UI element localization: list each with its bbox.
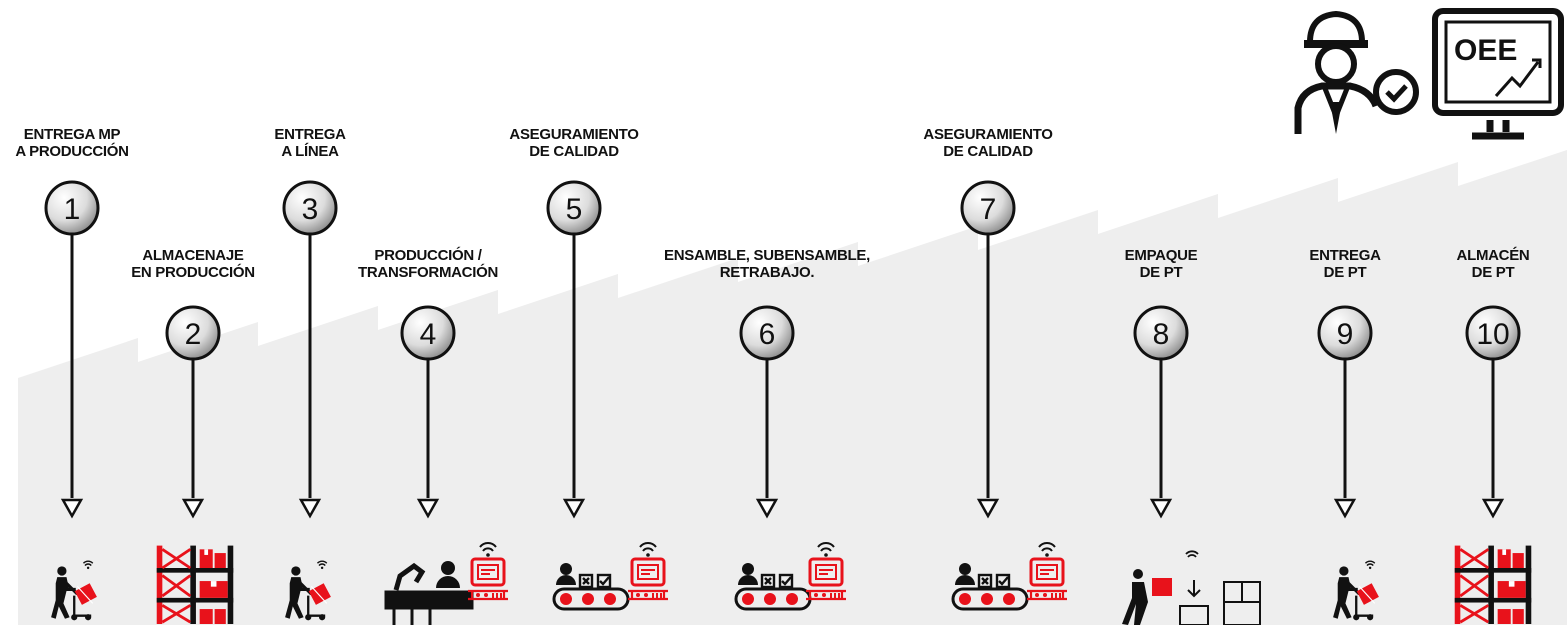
step-number: 6 — [759, 318, 776, 351]
arrow-down-icon — [181, 498, 205, 519]
step-label-4: PRODUCCIÓN /TRANSFORMACIÓN — [358, 247, 498, 281]
arrow-down-icon — [298, 498, 322, 519]
step-number-circle — [282, 180, 338, 236]
step-label-line: DE PT — [1139, 264, 1183, 281]
arrow-down-icon — [1149, 498, 1173, 519]
step-5: 5 — [546, 180, 668, 611]
step-label-6: ENSAMBLE, SUBENSAMBLE,RETRABAJO. — [664, 247, 870, 281]
engineer-check-icon — [1294, 10, 1419, 134]
step-7: 7 — [951, 180, 1067, 611]
step-number: 8 — [1153, 318, 1170, 351]
arrow-down-icon — [60, 498, 84, 519]
step-label-line: EN PRODUCCIÓN — [131, 264, 255, 281]
step-number: 5 — [566, 193, 583, 226]
arrow-down-icon — [755, 498, 779, 519]
step-number-circle — [1133, 305, 1189, 361]
step-number-circle — [739, 305, 795, 361]
arrow-down-icon — [1481, 498, 1505, 519]
step-4: 4 — [384, 305, 508, 625]
step-9: 9 — [1317, 305, 1381, 622]
step-number-circle — [960, 180, 1016, 236]
step-label-line: DE CALIDAD — [529, 143, 619, 160]
step-1: 1 — [44, 180, 100, 622]
step-label-line: ASEGURAMIENTO — [923, 126, 1053, 143]
step-10: 10 — [1453, 305, 1533, 624]
process-steps: 1 2 3 4 5 6 7 8 9 10 — [44, 180, 1533, 625]
step-3: 3 — [282, 180, 338, 622]
step-number: 1 — [64, 193, 81, 226]
step-number-circle — [400, 305, 456, 361]
step-label-line: ALMACENAJE — [142, 247, 244, 264]
step-number: 7 — [980, 193, 997, 226]
robot-arm-production-icon — [384, 561, 474, 625]
step-label-line: A PRODUCCIÓN — [15, 143, 129, 160]
step-label-line: ASEGURAMIENTO — [509, 126, 639, 143]
packing-boxes-icon — [1122, 550, 1261, 625]
oee-monitor-icon: OEE — [1432, 8, 1564, 140]
step-label-line: ALMACÉN — [1456, 247, 1530, 264]
step-label-line: ENTREGA MP — [23, 126, 121, 143]
step-number: 3 — [302, 193, 319, 226]
step-label-line: EMPAQUE — [1124, 247, 1198, 264]
step-number-circle — [546, 180, 602, 236]
arrow-down-icon — [416, 498, 440, 519]
arrow-down-icon — [1333, 498, 1357, 519]
step-label-line: PRODUCCIÓN / — [374, 247, 482, 264]
step-2: 2 — [155, 305, 235, 624]
step-label-line: A LÍNEA — [281, 143, 339, 160]
step-number: 10 — [1476, 318, 1509, 351]
step-number-circle — [44, 180, 100, 236]
step-number: 9 — [1337, 318, 1354, 351]
step-label-line: DE PT — [1323, 264, 1367, 281]
step-number: 4 — [420, 318, 437, 351]
step-8: 8 — [1122, 305, 1261, 625]
step-number-circle — [1465, 305, 1521, 361]
step-label-line: DE CALIDAD — [943, 143, 1033, 160]
arrow-down-icon — [562, 498, 586, 519]
step-label-line: ENSAMBLE, SUBENSAMBLE, — [664, 247, 870, 264]
step-label-line: ENTREGA — [1309, 247, 1381, 264]
step-number: 2 — [185, 318, 202, 351]
arrow-down-icon — [976, 498, 1000, 519]
step-number-circle — [165, 305, 221, 361]
step-label-line: ENTREGA — [274, 126, 346, 143]
factory-background — [18, 150, 1567, 625]
step-number-circle — [1317, 305, 1373, 361]
step-label-line: RETRABAJO. — [719, 264, 815, 281]
step-6: 6 — [734, 305, 846, 611]
step-label-line: TRANSFORMACIÓN — [358, 264, 498, 281]
step-label-line: DE PT — [1471, 264, 1515, 281]
oee-label: OEE — [1454, 34, 1517, 67]
